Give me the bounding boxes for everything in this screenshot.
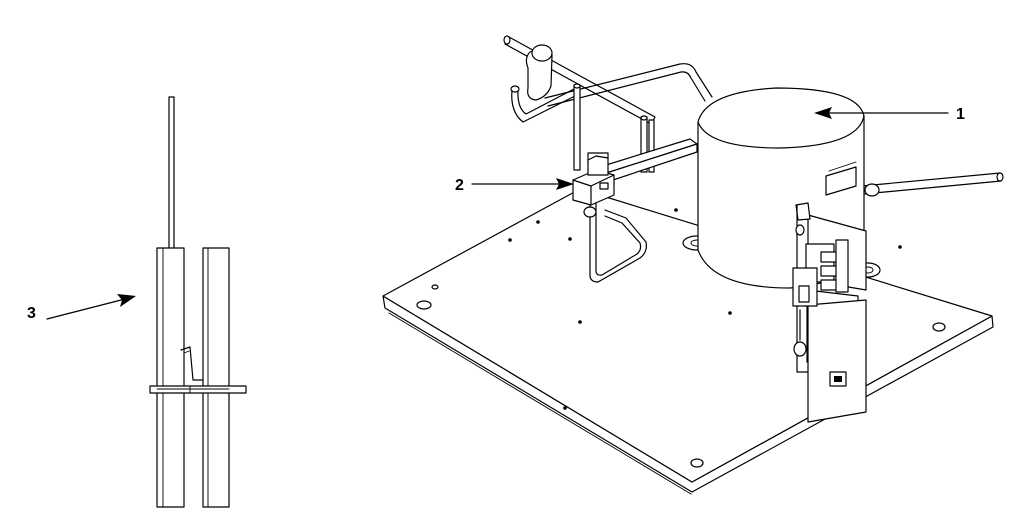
capillary-tube-detail (149, 96, 247, 508)
callout-2: 2 (455, 177, 574, 194)
solenoid-valve (572, 152, 615, 218)
electrical-bracket (792, 202, 867, 423)
mounting-holes (416, 208, 946, 468)
callout-number: 2 (455, 177, 464, 194)
callout-number: 3 (27, 305, 36, 322)
callout-3: 3 (27, 294, 136, 322)
callout-number: 1 (956, 106, 965, 123)
callout-1: 1 (814, 106, 965, 123)
refrigerant-tubing (503, 35, 1004, 283)
compressor-assembly (382, 35, 1004, 495)
